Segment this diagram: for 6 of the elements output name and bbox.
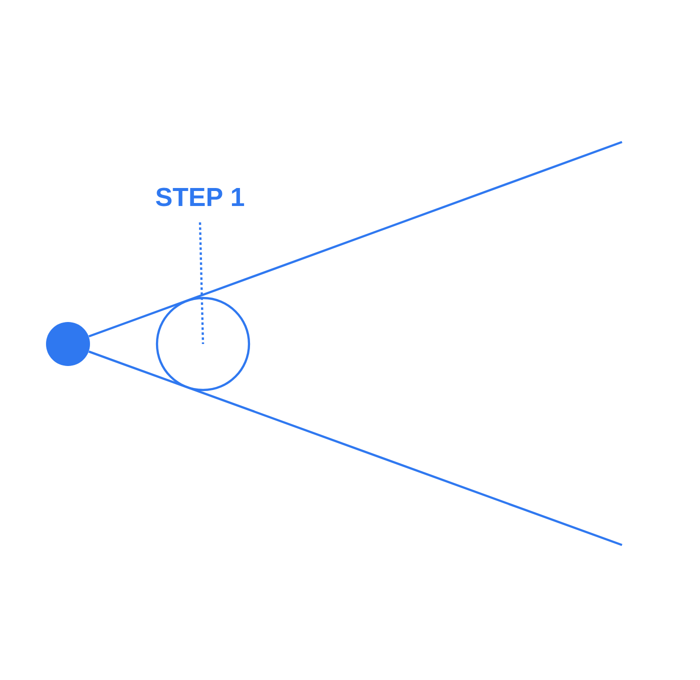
step-label: STEP 1 — [156, 188, 244, 206]
ray-line — [88, 350, 622, 546]
circle — [156, 296, 250, 392]
leader-line — [198, 222, 204, 344]
ray-line — [88, 140, 622, 338]
filled-dot — [46, 322, 90, 366]
